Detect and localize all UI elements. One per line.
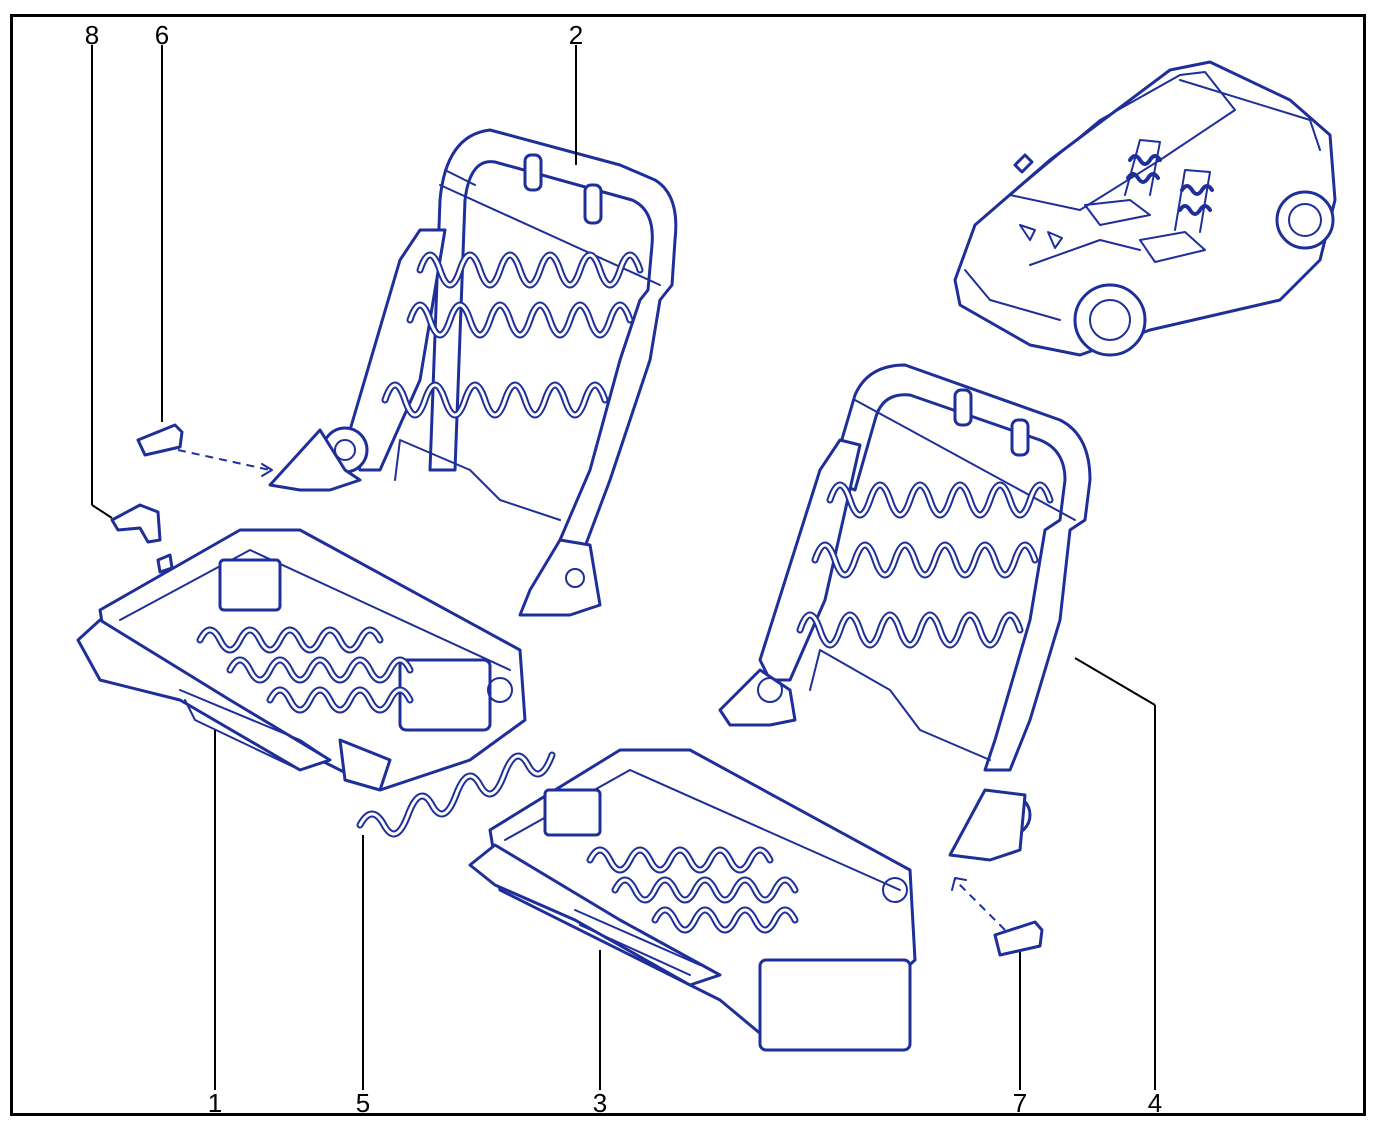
callout-3: 3: [593, 1088, 607, 1118]
callout-5: 5: [356, 1088, 370, 1118]
callout-8: 8: [85, 20, 99, 50]
vehicle-location-inset: [953, 60, 1337, 357]
callout-2: 2: [569, 20, 583, 50]
callout-4: 4: [1148, 1088, 1162, 1118]
backrest-frame-right: [718, 363, 1092, 862]
callout-6: 6: [155, 20, 169, 50]
callout-1: 1: [208, 1088, 222, 1118]
recliner-cover-cap-6: [136, 423, 273, 477]
handle-cover-8: [110, 503, 174, 574]
seat-springs-b: [586, 846, 799, 934]
leader-lines: [91, 45, 1156, 1090]
backrest-springs-a: [381, 251, 644, 419]
seat-cushion-frame-left: [76, 528, 527, 792]
backrest-frame-left: [268, 128, 678, 617]
callout-7: 7: [1013, 1088, 1027, 1118]
seat-springs-a: [196, 626, 414, 714]
loose-seat-spring: [356, 751, 556, 838]
backrest-springs-b: [796, 481, 1054, 649]
recliner-cover-cap-7: [951, 877, 1044, 957]
inset-seats: [1084, 139, 1214, 263]
seat-cushion-frame-right: [468, 748, 917, 1052]
